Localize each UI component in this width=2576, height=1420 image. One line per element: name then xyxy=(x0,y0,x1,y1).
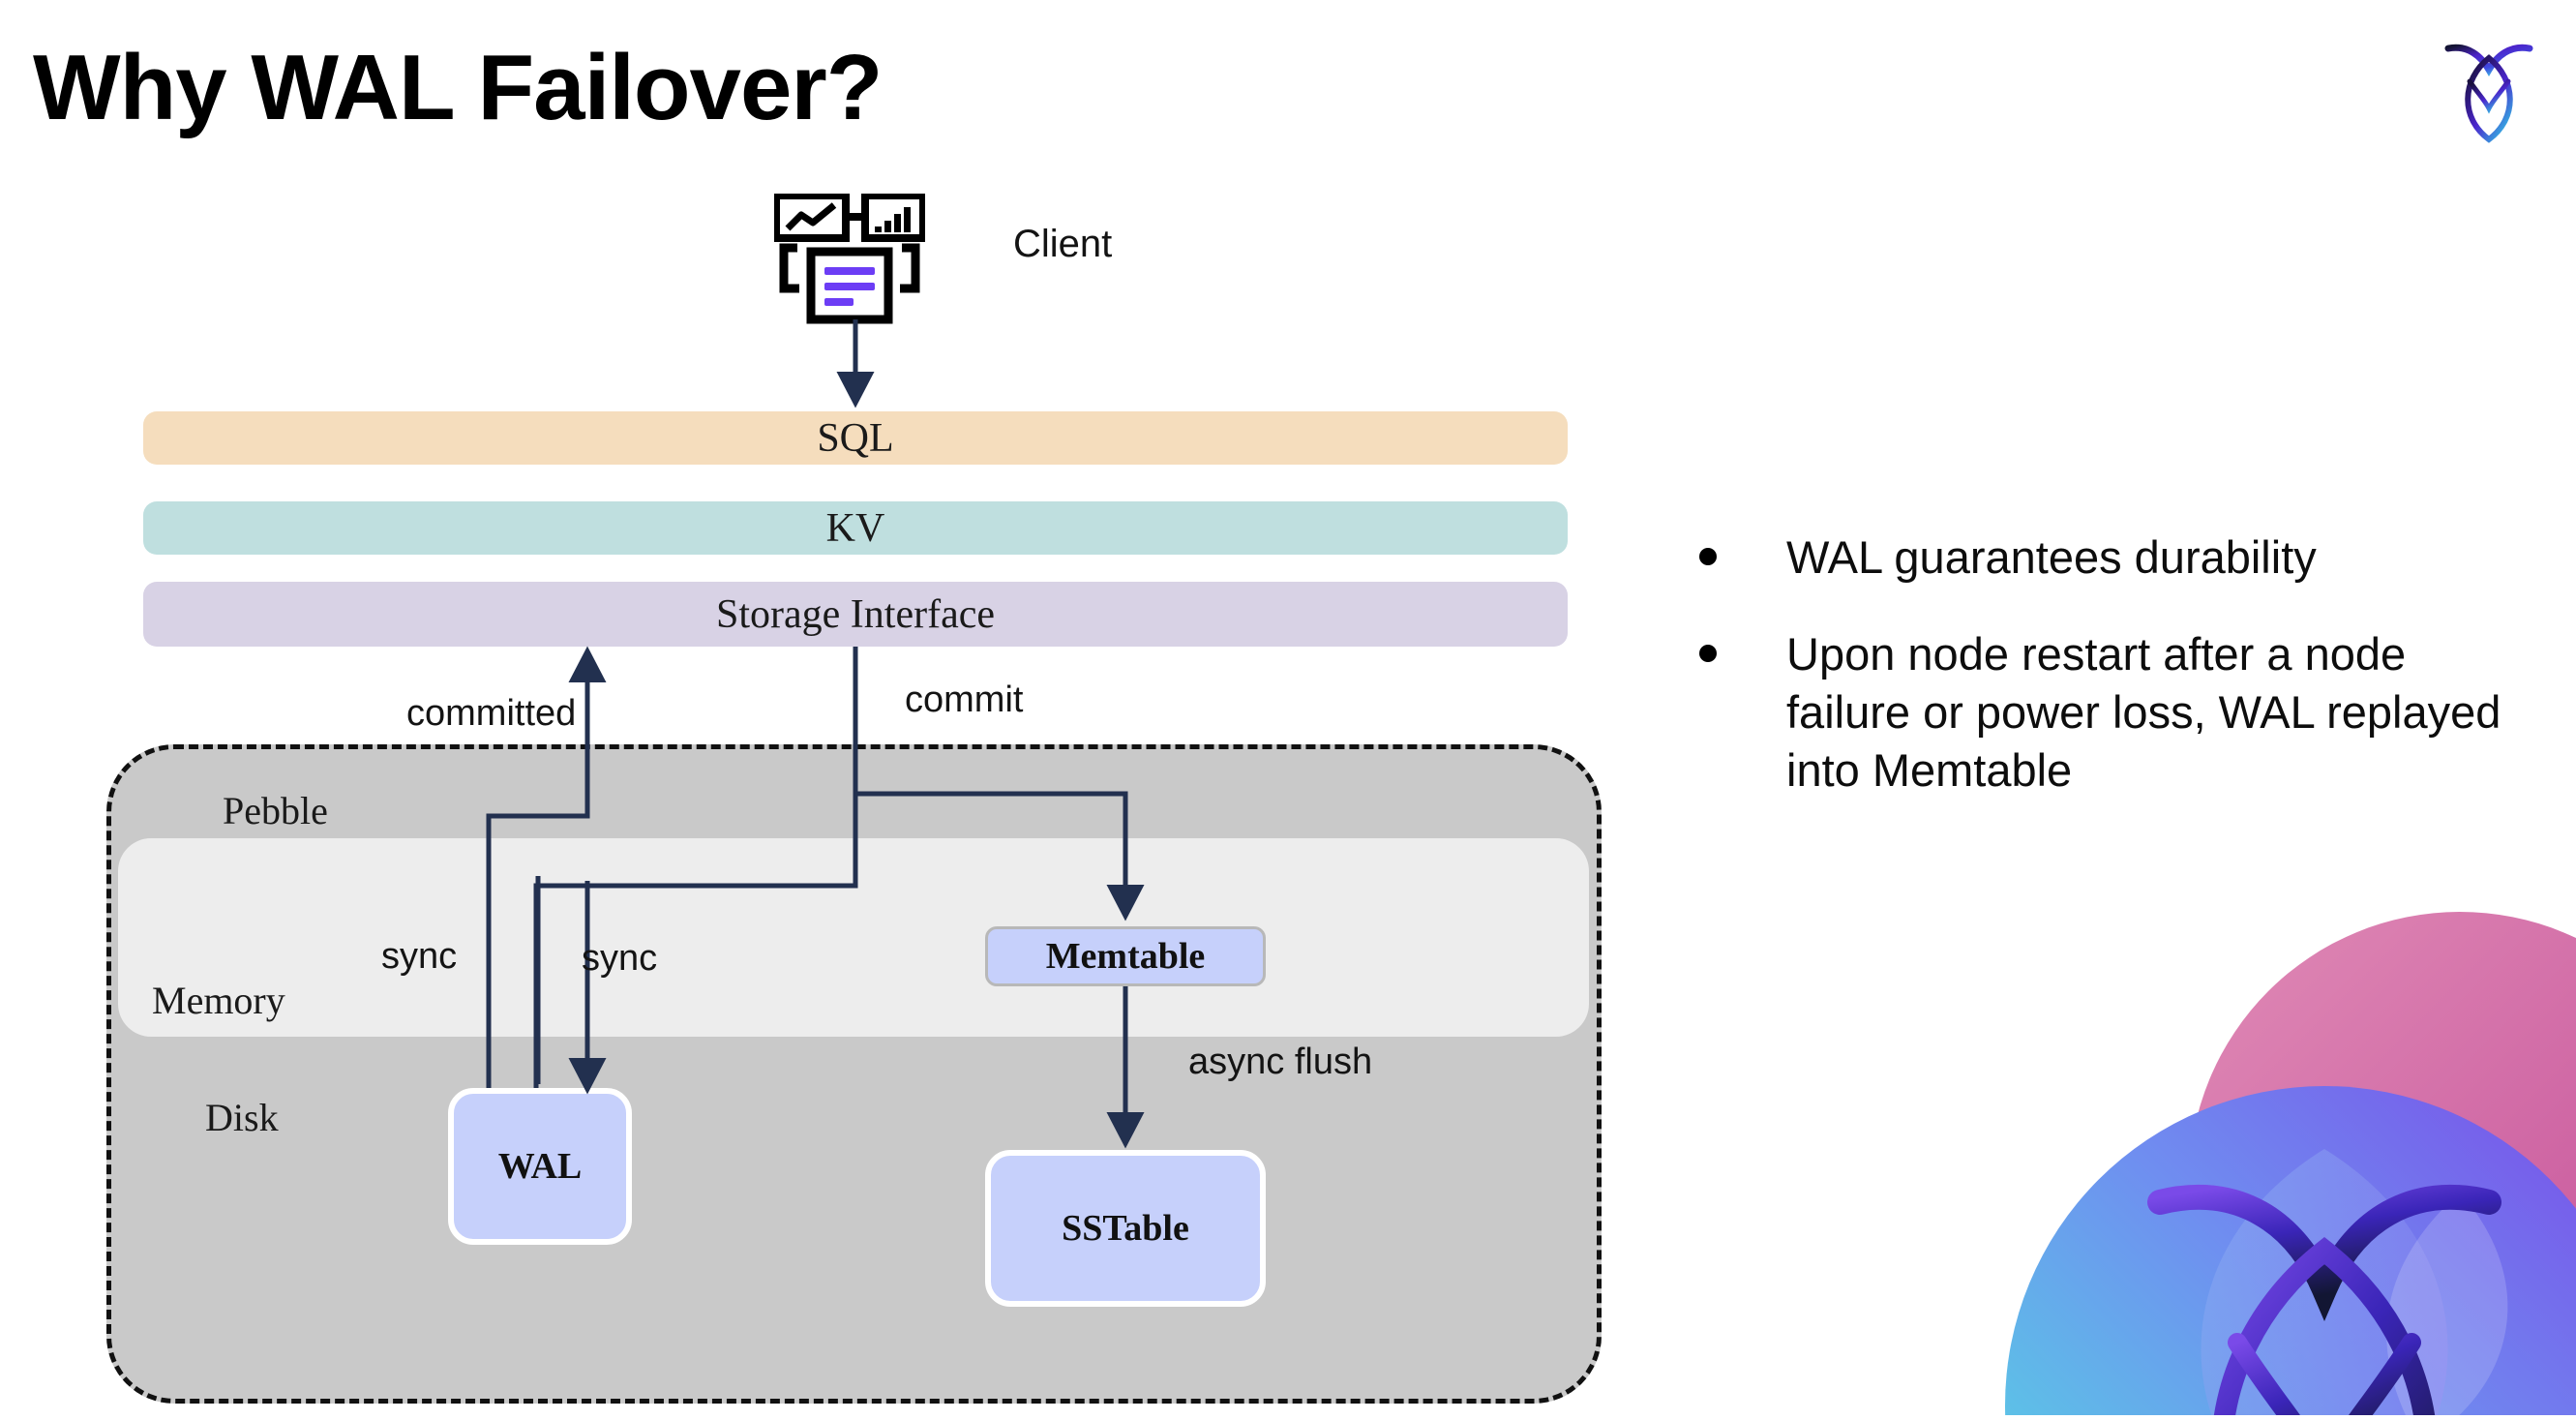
edge-label-commit: commit xyxy=(905,680,1024,720)
bullet-dot-icon xyxy=(1699,645,1717,663)
client-label: Client xyxy=(1013,223,1113,265)
edge-label-sync-right: sync xyxy=(582,938,658,979)
bullet-list: WAL guarantees durability Upon node rest… xyxy=(1699,529,2512,839)
list-item: WAL guarantees durability xyxy=(1699,529,2512,587)
node-sstable: SSTable xyxy=(985,1150,1266,1307)
disk-label: Disk xyxy=(205,1096,279,1139)
client-workstation-icon xyxy=(772,192,927,329)
memory-label: Memory xyxy=(152,979,285,1022)
layer-label-storage-interface: Storage Interface xyxy=(716,591,995,637)
edge-label-async-flush: async flush xyxy=(1188,1042,1373,1082)
node-label-memtable: Memtable xyxy=(1045,936,1206,977)
page-title: Why WAL Failover? xyxy=(33,36,883,139)
bullet-text: Upon node restart after a node failure o… xyxy=(1786,628,2501,797)
node-wal: WAL xyxy=(448,1088,632,1245)
list-item: Upon node restart after a node failure o… xyxy=(1699,625,2512,800)
edge-label-committed: committed xyxy=(406,693,577,734)
layer-label-kv: KV xyxy=(825,505,885,551)
bullet-text: WAL guarantees durability xyxy=(1786,531,2317,583)
layer-bar-storage-interface: Storage Interface xyxy=(143,582,1568,647)
node-memtable: Memtable xyxy=(985,926,1266,986)
layer-bar-kv: KV xyxy=(143,501,1568,555)
layer-bar-sql: SQL xyxy=(143,411,1568,465)
pebble-label: Pebble xyxy=(223,789,328,832)
node-label-wal: WAL xyxy=(497,1146,583,1187)
bullet-dot-icon xyxy=(1699,548,1717,565)
cockroach-logo xyxy=(2442,37,2535,143)
memory-region xyxy=(118,838,1589,1037)
edge-label-sync-left: sync xyxy=(381,936,458,977)
node-label-sstable: SSTable xyxy=(1062,1208,1189,1249)
cockroach-watermark xyxy=(1918,902,2576,1415)
layer-label-sql: SQL xyxy=(817,415,894,461)
